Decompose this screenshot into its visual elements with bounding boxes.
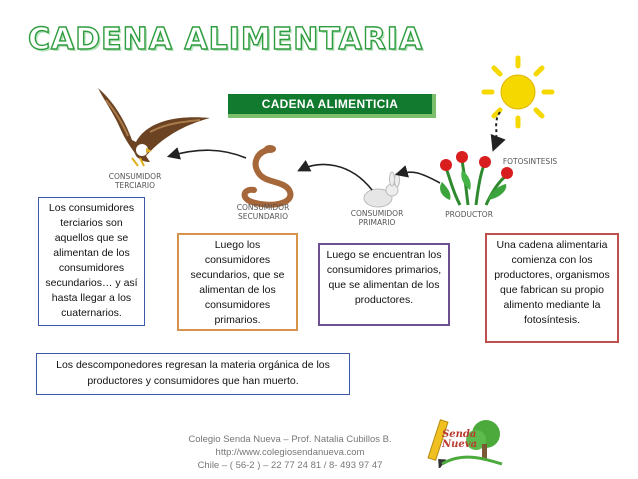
plant-icon xyxy=(440,151,513,206)
footer-phone: Chile – ( 56-2 ) – 22 77 24 81 / 8- 493 … xyxy=(197,460,383,471)
label-consumidor-secundario: CONSUMIDOR SECUNDARIO xyxy=(225,203,301,221)
logo-line: Nueva xyxy=(442,439,478,450)
rabbit-icon xyxy=(363,171,400,208)
footer: Colegio Senda Nueva – Prof. Natalia Cubi… xyxy=(170,433,410,472)
logo-graphic xyxy=(427,419,503,468)
footer-school: Colegio Senda Nueva – Prof. Natalia Cubi… xyxy=(188,434,392,445)
box-productores: Una cadena alimentaria comienza con los … xyxy=(485,233,619,343)
label-productor: PRODUCTOR xyxy=(445,210,493,219)
footer-website: http://www.colegiosendanueva.com xyxy=(215,447,365,458)
label-fotosintesis: FOTOSINTESIS xyxy=(502,157,558,166)
box-consumidores-primarios: Luego se encuentran los consumidores pri… xyxy=(318,243,450,326)
box-consumidores-secundarios: Luego los consumidores secundarios, que … xyxy=(177,233,298,331)
label-consumidor-terciario: CONSUMIDOR TERCIARIO xyxy=(100,172,170,190)
label-line: CONSUMIDOR xyxy=(108,172,162,181)
label-line: SECUNDARIO xyxy=(238,212,288,221)
label-line: TERCIARIO xyxy=(114,181,156,190)
logo-text: Senda Nueva xyxy=(442,430,477,450)
arrow-productor-to-primario xyxy=(394,165,441,184)
diagram-banner: CADENA ALIMENTICIA xyxy=(228,94,436,118)
page-title: CADENA ALIMENTARIA xyxy=(27,21,424,57)
snake-icon xyxy=(241,145,294,208)
label-line: CONSUMIDOR xyxy=(236,203,290,212)
label-line: PRIMARIO xyxy=(358,218,396,227)
label-consumidor-primario: CONSUMIDOR PRIMARIO xyxy=(342,209,412,227)
sun-icon xyxy=(481,55,555,129)
arrow-primario-to-secundario xyxy=(297,159,373,191)
eagle-icon xyxy=(98,88,210,167)
logo-line: Senda xyxy=(442,429,477,440)
label-line: CONSUMIDOR xyxy=(350,209,404,218)
box-consumidores-terciarios: Los consumidores terciarios son aquellos… xyxy=(38,197,145,326)
arrow-secundario-to-terciario xyxy=(166,147,247,160)
school-logo: Senda Nueva xyxy=(412,412,504,468)
box-descomponedores: Los descomponedores regresan la materia … xyxy=(36,353,350,395)
